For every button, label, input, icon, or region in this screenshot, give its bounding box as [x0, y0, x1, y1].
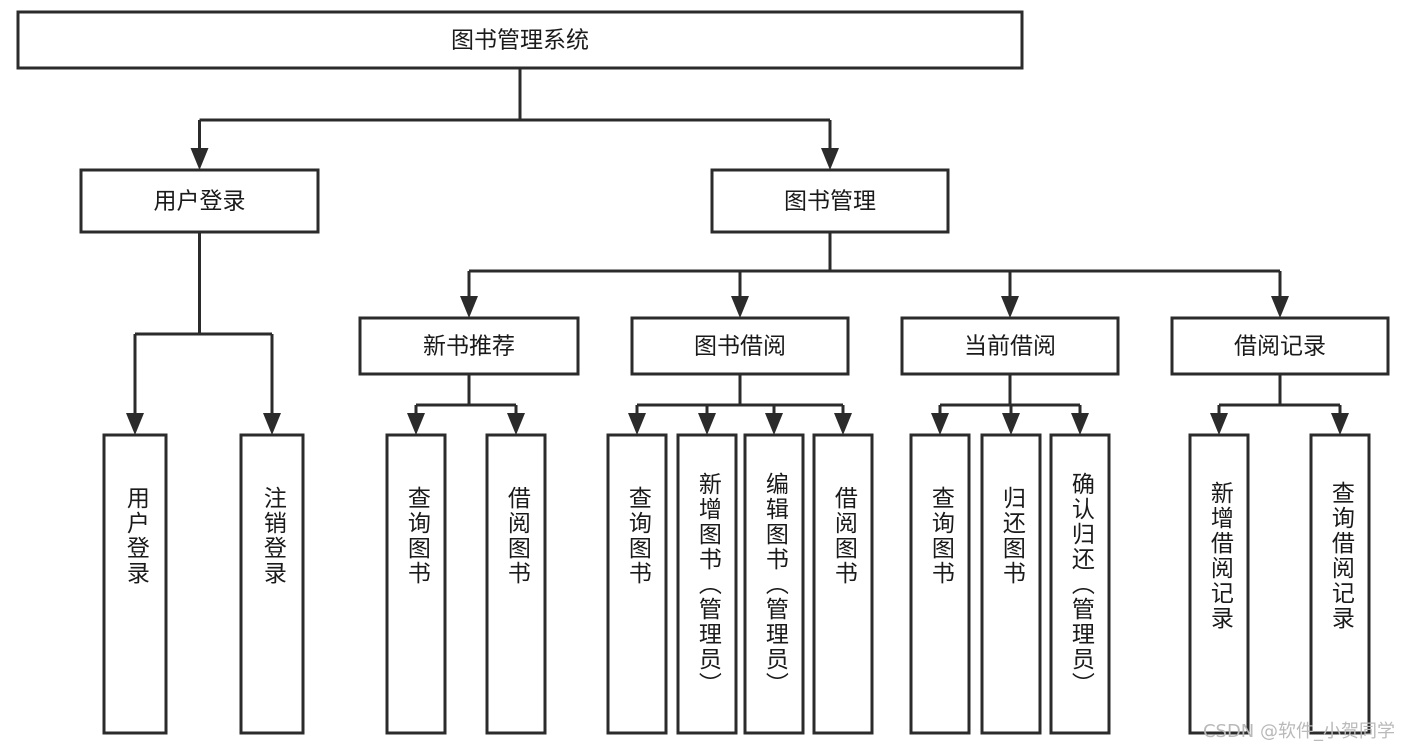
node-leaf-borrow-book-1[interactable]	[485, 433, 547, 735]
node-rect[interactable]	[358, 316, 580, 376]
arrowhead-icon	[1331, 413, 1349, 435]
arrowhead-icon	[1071, 413, 1089, 435]
arrowhead-icon	[1001, 296, 1019, 318]
node-label: 新书推荐	[423, 334, 515, 360]
arrowhead-icon	[407, 413, 425, 435]
arrowhead-icon	[834, 413, 852, 435]
arrowhead-icon	[765, 413, 783, 435]
node-leaf-query-book-1[interactable]	[385, 433, 447, 735]
arrowhead-icon	[931, 413, 949, 435]
arrowhead-icon	[507, 413, 525, 435]
node-leaf-edit-book-admin[interactable]	[743, 433, 805, 735]
node-rect[interactable]	[1188, 433, 1250, 735]
node-leaf-borrow-book-2[interactable]	[812, 433, 874, 735]
node-rect[interactable]	[239, 433, 305, 735]
node-rect[interactable]	[812, 433, 874, 735]
node-rect[interactable]	[16, 10, 1024, 70]
arrowhead-icon	[1210, 413, 1228, 435]
node-leaf-query-book-3[interactable]	[909, 433, 971, 735]
node-rect[interactable]	[676, 433, 738, 735]
node-rect[interactable]	[710, 168, 950, 234]
arrowhead-icon	[628, 413, 646, 435]
node-label: 借阅记录	[1234, 334, 1326, 360]
node-leaf-add-borrow-record[interactable]	[1188, 433, 1250, 735]
node-leaf-add-book-admin[interactable]	[676, 433, 738, 735]
node-leaf-query-book-2[interactable]	[606, 433, 668, 735]
arrowhead-icon	[698, 413, 716, 435]
arrowhead-icon	[263, 413, 281, 435]
node-rect[interactable]	[743, 433, 805, 735]
csdn-watermark: CSDN @软件_小贺同学	[1202, 721, 1395, 742]
node-label: 图书管理	[784, 189, 876, 215]
arrowhead-icon	[190, 148, 209, 170]
node-leaf-return-book[interactable]	[980, 433, 1042, 735]
node-rect[interactable]	[980, 433, 1042, 735]
node-rect[interactable]	[485, 433, 547, 735]
node-user-login[interactable]	[79, 168, 320, 234]
node-rect[interactable]	[606, 433, 668, 735]
node-rect[interactable]	[909, 433, 971, 735]
connector-layer	[126, 68, 1349, 435]
node-label: 用户登录	[154, 189, 246, 215]
node-rect[interactable]	[385, 433, 447, 735]
node-rect[interactable]	[1309, 433, 1371, 735]
arrowhead-icon	[460, 296, 478, 318]
node-current-borrow[interactable]	[900, 316, 1120, 376]
node-root[interactable]	[16, 10, 1024, 70]
node-rect[interactable]	[102, 433, 168, 735]
node-rect[interactable]	[1049, 433, 1111, 735]
node-book-management[interactable]	[710, 168, 950, 234]
node-label: 当前借阅	[964, 334, 1056, 360]
node-leaf-user-login[interactable]	[102, 433, 168, 735]
node-rect[interactable]	[900, 316, 1120, 376]
node-rect[interactable]	[630, 316, 850, 376]
node-leaf-confirm-return-admin[interactable]	[1049, 433, 1111, 735]
arrowhead-icon	[821, 148, 839, 170]
node-book-borrow[interactable]	[630, 316, 850, 376]
arrowhead-icon	[1271, 296, 1289, 318]
node-new-book-recommend[interactable]	[358, 316, 580, 376]
node-rect[interactable]	[1170, 316, 1390, 376]
node-rect[interactable]	[79, 168, 320, 234]
node-leaf-user-logout[interactable]	[239, 433, 305, 735]
node-label: 图书借阅	[694, 334, 786, 360]
arrowhead-icon	[731, 296, 749, 318]
node-leaf-query-borrow-record[interactable]	[1309, 433, 1371, 735]
node-label: 图书管理系统	[451, 28, 589, 54]
arrowhead-icon	[126, 413, 144, 435]
node-box-layer	[16, 10, 1390, 735]
node-borrow-record[interactable]	[1170, 316, 1390, 376]
arrowhead-icon	[1002, 413, 1020, 435]
